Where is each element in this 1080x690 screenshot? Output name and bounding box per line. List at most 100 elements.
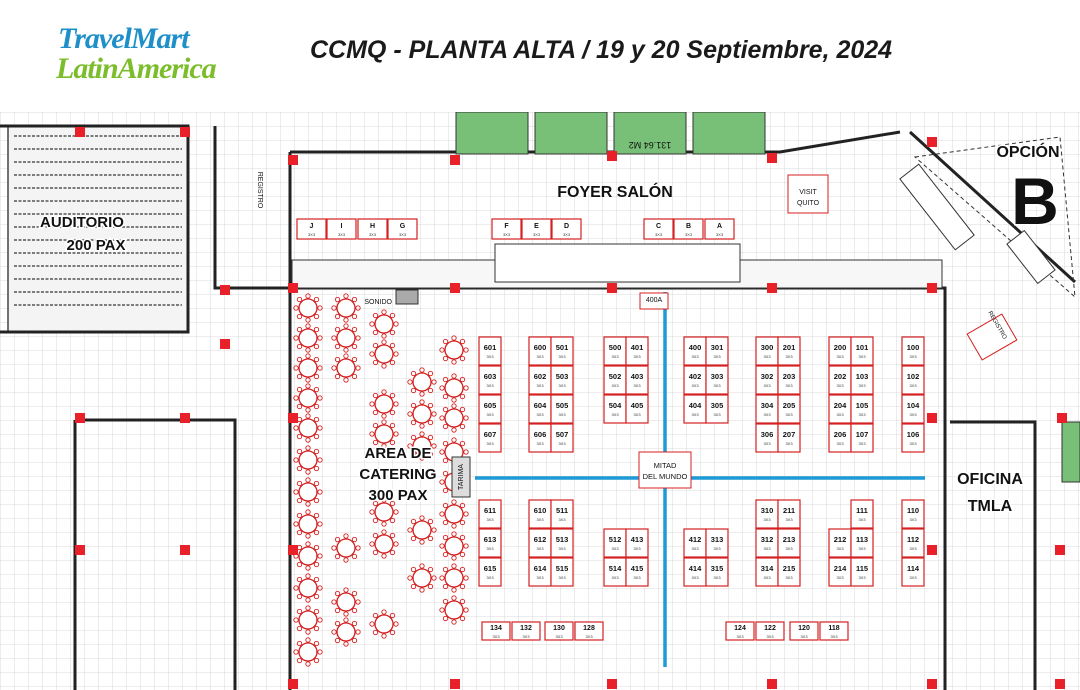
booth-size: 3X3 — [763, 441, 771, 446]
booth-400a[interactable] — [639, 292, 669, 310]
structural-column — [607, 151, 617, 161]
booth-visit-quito[interactable] — [787, 174, 829, 214]
round-table — [293, 413, 323, 443]
booth-number: 512 — [609, 535, 622, 544]
booth-mitad-del-mundo[interactable] — [638, 451, 692, 489]
